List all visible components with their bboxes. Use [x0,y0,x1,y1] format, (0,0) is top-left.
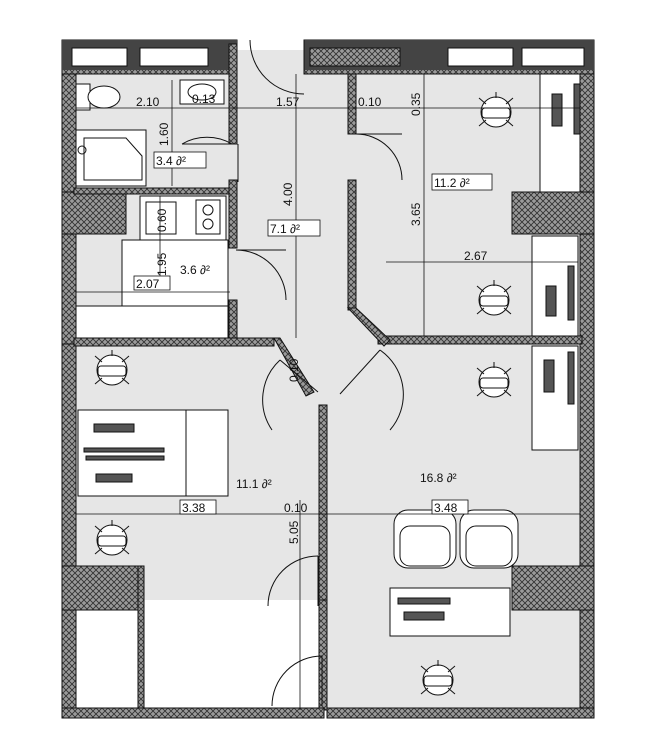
office-se-area-label: 16.8 ∂² [420,471,457,485]
dim-2-07: 2.07 [136,277,160,291]
office-w-area-label: 11.1 ∂² [236,477,272,491]
dimension-labels: 2.10 0.13 1.57 0.10 0.35 1.60 4.00 3.65 … [133,92,488,544]
corridor-area-label: 7.1 ∂² [270,222,300,236]
dim-3-65: 3.65 [409,202,423,226]
office-ne-area-label: 11.2 ∂² [434,176,470,190]
dim-3-38: 3.38 [182,501,206,515]
dim-1-60: 1.60 [157,122,171,146]
dim-5-05: 5.05 [287,520,301,544]
dim-1-57: 1.57 [276,95,300,109]
interior-walls [61,43,595,719]
dim-4-00: 4.00 [281,182,295,206]
toilet-area-label: 3.4 ∂² [156,154,186,168]
top-windows [62,40,594,70]
dim-0-10-mid: 0.10 [287,358,301,382]
kitchen-counter [75,195,229,339]
dim-0-13: 0.13 [192,92,216,106]
office-w-furniture [77,349,229,556]
dim-2-67: 2.67 [464,249,488,263]
dim-0-10-low: 0.10 [284,501,308,515]
dim-1-95: 1.95 [155,252,169,276]
dim-0-35: 0.35 [409,92,423,116]
office-se-furniture [389,345,579,696]
kitchen-area-label: 3.6 ∂² [180,263,210,277]
dimension-lines [76,74,580,710]
dim-3-48: 3.48 [434,501,458,515]
doors [181,39,404,707]
room-labels: 3.4 ∂² 7.1 ∂² 3.6 ∂² 11.2 ∂² 11.1 ∂² 16.… [153,151,493,491]
dim-2-10: 2.10 [136,95,160,109]
office-ne-furniture [476,73,581,337]
dim-0-10-top: 0.10 [358,95,382,109]
dim-0-60: 0.60 [155,208,169,232]
